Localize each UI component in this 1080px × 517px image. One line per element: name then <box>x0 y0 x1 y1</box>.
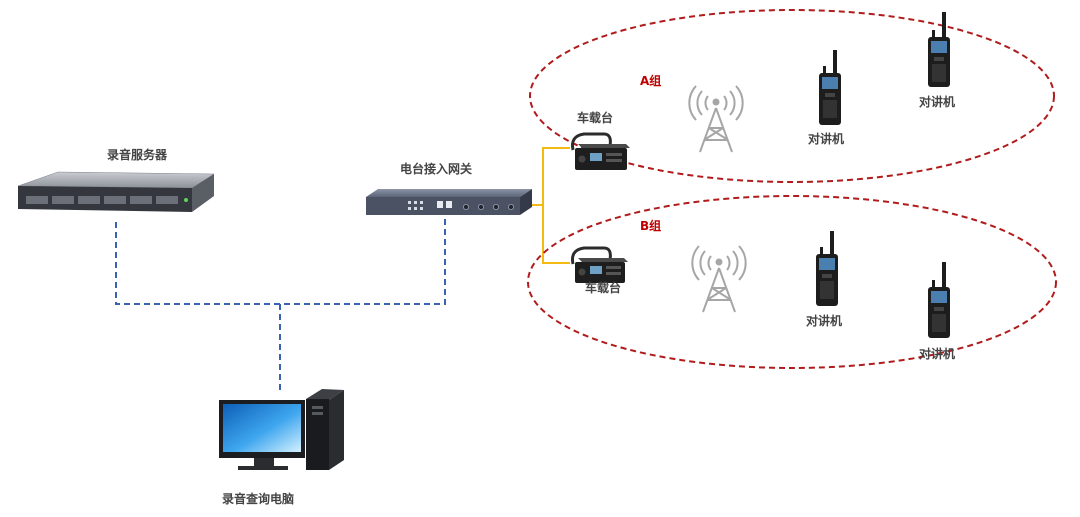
walkie-talkie-a1-label: 对讲机 <box>808 132 845 146</box>
walkie-talkie-b1-icon <box>816 231 838 306</box>
radio-tower-a-icon <box>688 85 744 153</box>
pc-label: 录音查询电脑 <box>222 492 295 506</box>
walkie-talkie-b1-label: 对讲机 <box>806 314 843 328</box>
walkie-talkie-a1-icon <box>819 50 841 125</box>
server-link <box>115 218 446 305</box>
server-label: 录音服务器 <box>107 148 168 162</box>
vehicle-radio-a-label: 车载台 <box>577 111 614 125</box>
walkie-talkie-a2-icon <box>928 12 950 87</box>
network-links <box>115 218 446 392</box>
vehicle-radio-b-label: 车载台 <box>585 281 622 295</box>
gateway-label: 电台接入网关 <box>400 162 473 176</box>
group-b-outline <box>527 195 1057 369</box>
server-icon <box>17 171 215 212</box>
vehicle-radio-a-icon <box>571 132 630 170</box>
group-a-outline <box>529 9 1055 183</box>
walkie-talkie-b2-icon <box>928 262 950 338</box>
group-b-label: B组 <box>640 219 662 233</box>
gateway-icon <box>366 189 532 215</box>
walkie-talkie-b2-label: 对讲机 <box>919 347 956 361</box>
vehicle-radio-b-icon <box>571 246 628 283</box>
group-a-label: A组 <box>640 74 662 88</box>
pc-icon <box>219 389 344 470</box>
radio-tower-b-icon <box>691 245 747 313</box>
walkie-talkie-a2-label: 对讲机 <box>919 95 956 109</box>
